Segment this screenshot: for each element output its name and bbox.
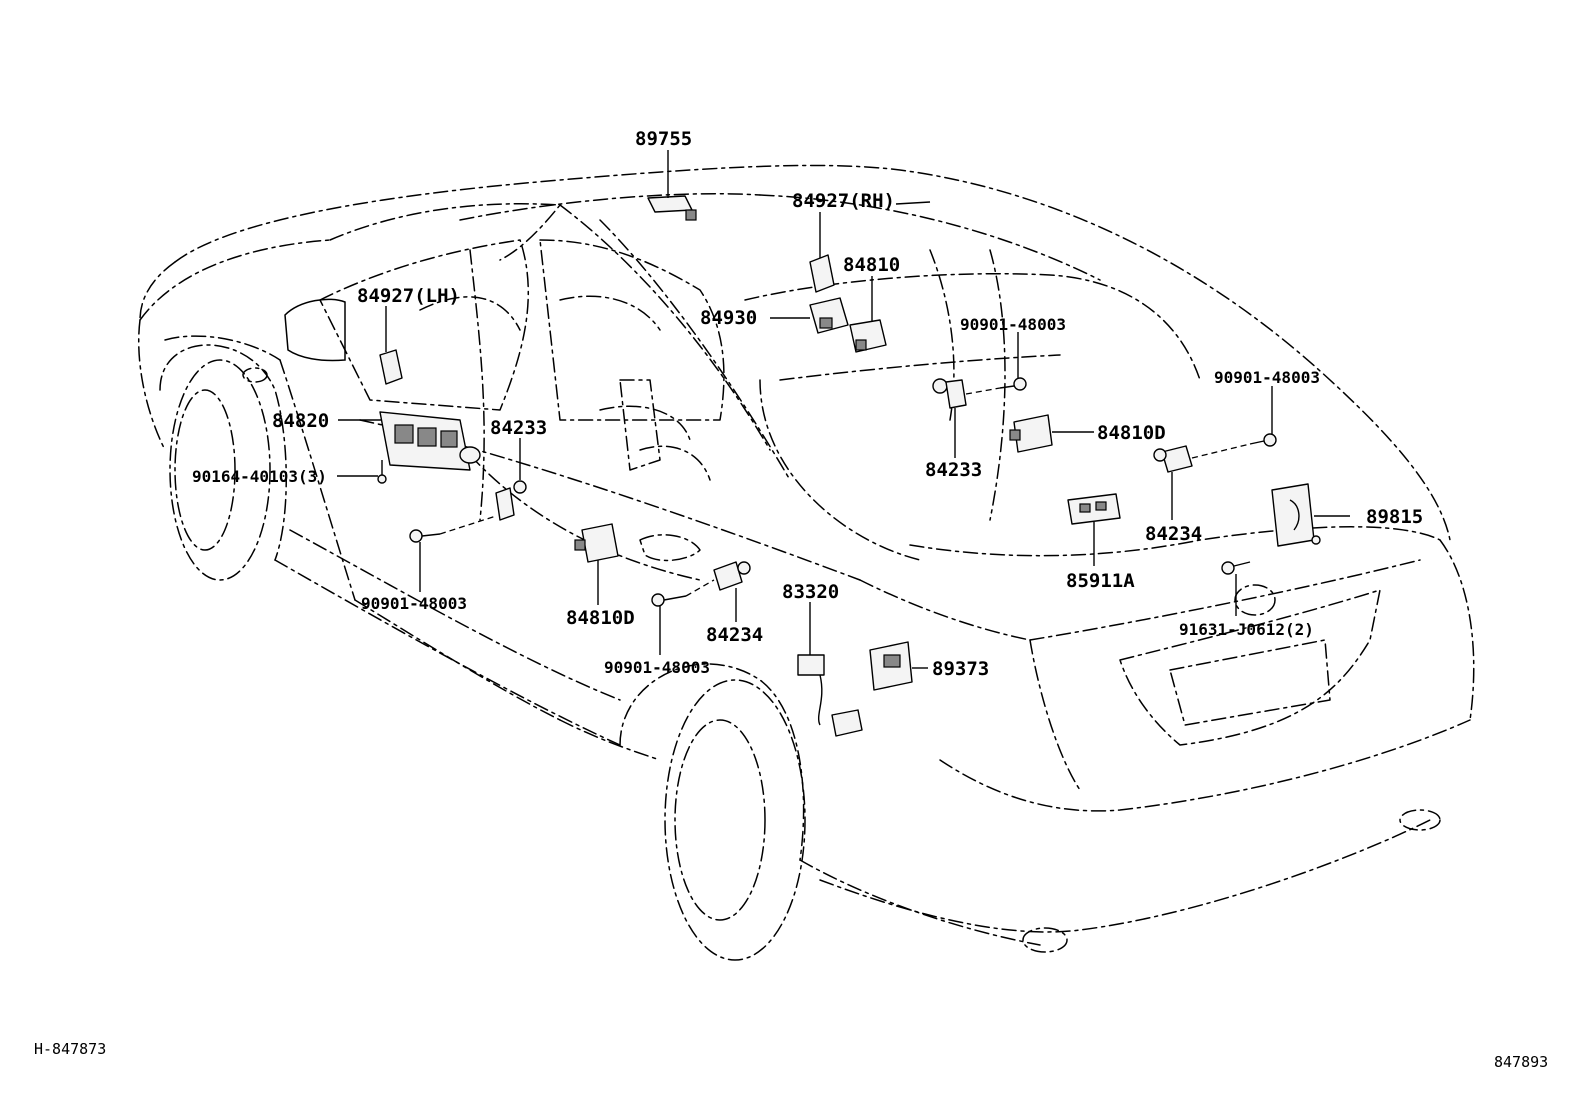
part-84234-right-shape <box>1153 445 1193 473</box>
part-84234-left-shape <box>713 561 751 591</box>
part-91631-bolt-shape <box>1221 561 1251 575</box>
callout-84820: 84820 <box>272 410 329 432</box>
callout-84810: 84810 <box>843 254 900 276</box>
callout-labels: 89755 84927(RH) 84810 84927(LH) 84930 90… <box>192 128 1423 680</box>
part-89373-shape <box>869 641 913 691</box>
part-89815-shape <box>1271 483 1321 547</box>
callout-84930: 84930 <box>700 307 757 329</box>
car-body-outline <box>137 164 1475 961</box>
callout-83320: 83320 <box>782 581 839 603</box>
part-84930-shape <box>809 297 849 334</box>
callout-85911a: 85911A <box>1066 570 1135 592</box>
part-84810-shape <box>849 319 887 353</box>
part-83320-shape <box>797 654 863 737</box>
part-90901-lower-shape <box>651 593 687 607</box>
callout-90901-d: 90901-48003 <box>604 658 710 677</box>
callout-84233-left: 84233 <box>490 417 547 439</box>
part-90901-far-right-shape <box>1249 433 1277 447</box>
callout-89755: 89755 <box>635 128 692 150</box>
part-84820-shape <box>379 411 481 471</box>
callout-84810d-right: 84810D <box>1097 422 1166 444</box>
callout-91631: 91631-J0612(2) <box>1179 620 1314 639</box>
callout-84810d-left: 84810D <box>566 607 635 629</box>
callout-90901-b: 90901-48003 <box>1214 368 1320 387</box>
callout-90164: 90164-40103(3) <box>192 467 327 486</box>
callout-84927-lh: 84927(LH) <box>357 285 460 307</box>
part-84927-rh-shape <box>809 254 835 293</box>
part-90901-left-shape <box>409 529 441 543</box>
part-84233-left-shape <box>495 480 527 521</box>
callout-90901-c: 90901-48003 <box>361 594 467 613</box>
callout-84234-right: 84234 <box>1145 523 1202 545</box>
footer-left-code: H-847873 <box>34 1040 106 1058</box>
part-84233-right-shape <box>932 378 967 409</box>
part-90164-screw-shape <box>377 460 387 484</box>
callout-84927-rh: 84927(RH) <box>792 190 895 212</box>
callout-84233-right: 84233 <box>925 459 982 481</box>
footer-right-code: 847893 <box>1494 1053 1548 1071</box>
part-90901-right-upper-shape <box>999 377 1027 391</box>
callout-84234-left: 84234 <box>706 624 763 646</box>
leader-lines <box>337 150 1350 669</box>
part-84810d-right-shape <box>1009 414 1053 453</box>
part-85911a-shape <box>1067 493 1121 525</box>
callout-90901-a: 90901-48003 <box>960 315 1066 334</box>
callout-89373: 89373 <box>932 658 989 680</box>
part-84927-lh-shape <box>379 349 403 385</box>
part-89755-shape <box>647 195 697 221</box>
callout-89815: 89815 <box>1366 506 1423 528</box>
part-84810d-left-shape <box>574 523 619 563</box>
